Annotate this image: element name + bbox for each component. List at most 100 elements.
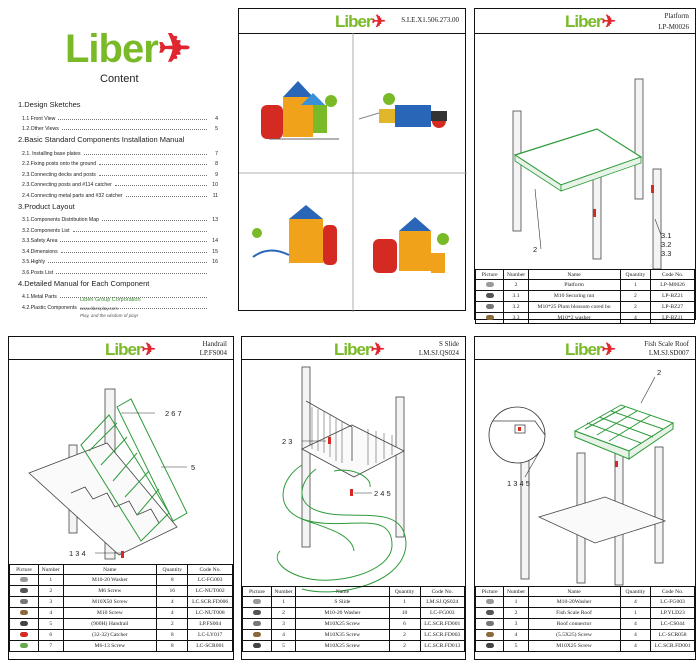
handrail-drawing: [28, 388, 188, 560]
callout-3-3: 3.3: [661, 249, 672, 258]
toc-section-title[interactable]: 3.Product Layout: [18, 201, 75, 211]
panel-header: Liber✈ Platform LP-M0026: [475, 9, 695, 34]
part-number: 2: [37, 585, 64, 597]
panel-header: Liber✈ S.LE.X1.506.273.00: [239, 9, 465, 34]
part-number: 5: [37, 618, 64, 630]
part-code: LC.SCR.FD001: [419, 618, 466, 630]
part-number: 3: [270, 618, 297, 630]
part-number: 3: [503, 618, 529, 630]
toc-leader-dots: [56, 272, 207, 274]
part-name: M6-13 Screw: [62, 640, 158, 652]
toc-entry[interactable]: 4.2.Plastic Components: [18, 300, 218, 311]
part-code: LP-BZ21: [650, 290, 695, 302]
part-quantity: 4: [619, 629, 652, 641]
column-header: Number: [37, 564, 64, 575]
toc-entry[interactable]: 3.6.Posts List: [18, 265, 218, 276]
callout-2-4-5: 2 4 5: [374, 489, 391, 498]
part-thumbnail-icon: [252, 610, 261, 616]
part-quantity: 4: [619, 596, 652, 608]
corp-name: Liben Group Corporation: [80, 297, 141, 303]
toc-section-title[interactable]: 4.Detailed Manual for Each Component: [18, 278, 150, 288]
part-number: 7: [37, 640, 64, 652]
toc-entry[interactable]: 3.2.Components List: [18, 223, 218, 234]
part-title: Fish Scale Roof: [644, 340, 689, 348]
column-header: Number: [503, 586, 529, 597]
part-picture-cell: [9, 640, 39, 652]
part-quantity: 2: [156, 618, 189, 630]
slide-page: Liber✈ S Slide LM.SJ.QS024: [241, 336, 466, 660]
part-picture-cell: [474, 301, 505, 313]
toc-section-title[interactable]: 1.Design Sketches: [18, 100, 81, 109]
part-quantity: 4: [156, 596, 189, 608]
part-thumbnail-icon: [19, 643, 28, 649]
part-number: 2: [503, 279, 529, 291]
part-name: (32-32) Catcher: [62, 629, 158, 641]
part-quantity: 2: [619, 290, 652, 302]
callout-2: 2: [533, 245, 538, 254]
part-code: LC-CS044: [650, 618, 695, 630]
part-name: M10X50 Screw: [62, 596, 158, 608]
part-code: LC-LY017: [187, 629, 233, 641]
toc-entry[interactable]: 4.1.Metal Parts: [18, 290, 218, 300]
part-name: M10X25 Screw: [295, 618, 390, 630]
handrail-page: Liber✈ Handrail LP.FS004 2 6 7 5 1 3 4 P…: [8, 336, 234, 660]
part-picture-cell: [474, 290, 505, 302]
part-quantity: 8: [156, 640, 189, 652]
part-thumbnail-icon: [19, 621, 28, 627]
part-name: M10*2 washer: [527, 312, 621, 324]
toc-leader-dots: [61, 129, 207, 130]
part-code: LM.SJ.SD007: [648, 349, 689, 357]
panel-header: Liber✈ Fish Scale Roof LM.SJ.SD007: [475, 337, 695, 360]
callout-2-6-7: 2 6 7: [165, 409, 182, 418]
toc-entry[interactable]: 2.4.Connecting metal parts and #32 catch…: [18, 188, 218, 199]
part-code: LP.FS004: [199, 349, 227, 357]
liber-logo: Liber✈: [105, 340, 156, 359]
toc-entry-label: 1.2.Other Views: [22, 126, 59, 132]
part-number: 3.3: [503, 312, 529, 324]
liber-logo: Liber✈: [334, 340, 385, 359]
part-name: M10-20Washer: [527, 596, 621, 608]
toc-leader-dots: [102, 220, 207, 221]
column-header: Number: [503, 269, 529, 280]
part-code: LC-SCR001: [187, 640, 233, 652]
toc-section-title[interactable]: 2.Basic Standard Components Installation…: [18, 135, 185, 144]
corp-slogan: Play, and the wisdom of play!: [80, 313, 139, 318]
part-name: M6 Screw: [62, 585, 158, 597]
callout-3-2: 3.2: [661, 240, 672, 249]
part-picture-cell: [9, 585, 39, 597]
platform-drawing: [512, 78, 662, 270]
toc-leader-dots: [59, 297, 207, 298]
part-quantity: 4: [156, 607, 189, 619]
page-title: Content: [100, 73, 139, 85]
part-picture-cell: [242, 607, 272, 619]
part-picture-cell: [9, 607, 39, 619]
part-code: LP-M0026: [658, 23, 689, 31]
part-thumbnail-icon: [485, 599, 494, 605]
sketch-page: Liber✈ S.LE.X1.506.273.00: [238, 8, 467, 312]
part-thumbnail-icon: [485, 293, 494, 299]
part-code: LC.SCR.FD001: [650, 640, 695, 652]
part-quantity: 8: [156, 629, 189, 641]
part-thumbnail-icon: [252, 621, 261, 627]
